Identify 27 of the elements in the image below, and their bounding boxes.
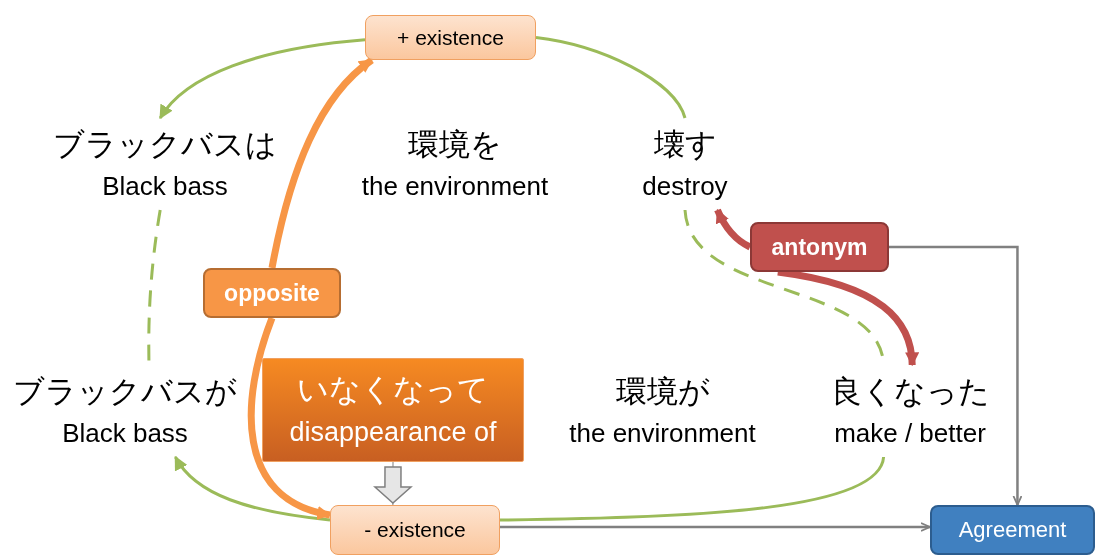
japanese-phrase: 良くなった [830, 372, 990, 411]
english-gloss: make / better [834, 417, 986, 450]
relation-tag: antonym [750, 222, 889, 272]
japanese-phrase: いなくなって [297, 371, 489, 409]
arrow [500, 522, 931, 532]
english-gloss: disappearance of [289, 416, 497, 449]
phrase-box [262, 358, 524, 462]
arrow [247, 316, 332, 519]
arrow [714, 208, 752, 251]
arrow [174, 455, 331, 522]
arrow [889, 245, 1023, 506]
japanese-phrase: ブラックバスは [53, 125, 277, 164]
japanese-phrase: 環境を [408, 125, 502, 164]
arrow [268, 57, 374, 269]
arrow [158, 38, 366, 120]
existence-box: + existence [365, 15, 536, 60]
english-gloss: Black bass [62, 417, 188, 450]
result-box: Agreement [930, 505, 1095, 555]
japanese-phrase: 壊す [653, 125, 717, 164]
japanese-phrase: 環境が [615, 372, 710, 411]
english-gloss: Black bass [102, 170, 228, 203]
japanese-phrase: ブラックバスが [13, 372, 237, 411]
existence-box: - existence [330, 505, 500, 555]
english-gloss: the environment [569, 417, 756, 450]
english-gloss: destroy [642, 170, 728, 203]
relation-tag: opposite [203, 268, 341, 318]
english-gloss: the environment [361, 170, 549, 203]
